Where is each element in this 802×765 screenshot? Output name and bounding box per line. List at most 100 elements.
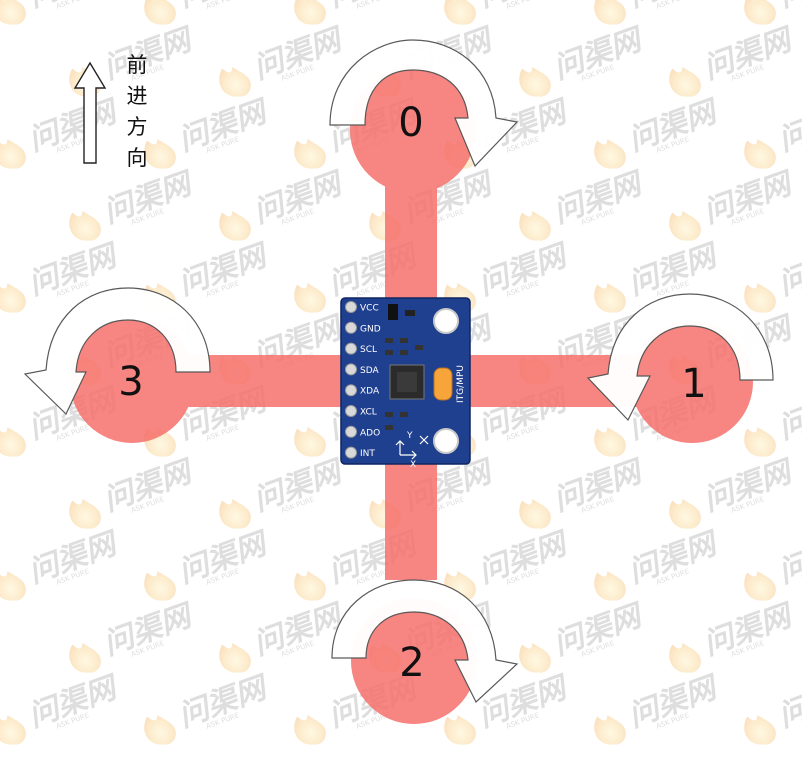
pin-label-vcc: VCC <box>360 304 379 314</box>
watermark-logo-icon <box>744 0 776 25</box>
smd-component <box>385 338 393 343</box>
watermark-logo-icon <box>594 714 626 745</box>
watermark-logo-icon <box>444 714 476 745</box>
watermark-logo-icon <box>0 570 26 601</box>
watermark-logo-icon <box>519 66 551 97</box>
watermark-logo-icon <box>0 282 26 313</box>
watermark-logo-icon <box>594 570 626 601</box>
pin-pad <box>345 301 357 313</box>
watermark-subtext: ASK PURE <box>655 0 690 11</box>
axis-marks-icon <box>395 435 429 460</box>
motor-labels: 0 1 2 3 <box>118 100 706 686</box>
watermark-logo-icon <box>594 0 626 25</box>
watermark-logo-icon <box>294 0 326 25</box>
motor-3-rotation-arrow-icon <box>23 287 211 416</box>
motor-3-disc <box>70 319 194 443</box>
watermark-subtext: ASK PURE <box>205 0 240 11</box>
watermark-logo-icon <box>594 426 626 457</box>
pin-label-xda: XDA <box>360 387 380 397</box>
watermark-subtext: ASK PURE <box>505 0 540 11</box>
watermark-logo-icon <box>69 210 101 241</box>
pin-pad <box>345 446 357 459</box>
watermark-logo-icon <box>519 642 551 673</box>
pin-label-gnd: GND <box>360 324 381 334</box>
watermark-logo-icon <box>219 210 251 241</box>
watermark-subtext: ASK PURE <box>355 0 390 11</box>
watermark-text: 问渠网 <box>774 93 802 158</box>
regulator <box>388 304 398 320</box>
watermark-logo-icon <box>0 138 26 169</box>
watermark-logo-icon <box>294 138 326 169</box>
watermark-logo-icon <box>594 282 626 313</box>
watermark-logo-icon <box>144 714 176 745</box>
pin-label-ado: ADO <box>360 428 380 438</box>
watermark-logo-icon <box>744 282 776 313</box>
motor-1-label: 1 <box>681 361 706 407</box>
watermark-logo-icon <box>594 138 626 169</box>
watermark-logo-icon <box>444 0 476 25</box>
axis-y-label: Y <box>406 431 413 441</box>
smd-component <box>385 350 393 355</box>
watermark-logo-icon <box>294 282 326 313</box>
pin-pad <box>345 425 357 438</box>
smd-component <box>405 310 415 316</box>
watermark-logo-icon <box>219 66 251 97</box>
smd-component <box>400 412 408 417</box>
watermark-text: 问渠网 <box>774 237 802 302</box>
watermark-logo-icon <box>669 642 701 673</box>
watermark-logo-icon <box>144 0 176 25</box>
pin-pad <box>345 321 357 334</box>
watermark-logo-icon <box>294 714 326 745</box>
rotation-arrows <box>23 39 774 703</box>
watermark-logo-icon <box>669 498 701 529</box>
watermark-logo-icon <box>144 570 176 601</box>
watermark-logo-icon <box>744 570 776 601</box>
watermark-logo-icon <box>144 138 176 169</box>
capacitor <box>433 367 453 401</box>
pin-pad <box>345 342 357 355</box>
watermark-logo-icon <box>294 426 326 457</box>
watermark-text: 问渠网 <box>774 381 802 446</box>
watermark-logo-icon <box>744 426 776 457</box>
watermark-logo-icon <box>0 714 26 745</box>
smd-component <box>385 425 393 430</box>
pin-pad <box>345 363 357 376</box>
watermark-logo-icon <box>744 714 776 745</box>
forward-direction-label: 前 进 方 向 <box>126 53 148 170</box>
pin-label-xcl: XCL <box>360 408 377 418</box>
imu-chip-core <box>397 372 417 392</box>
watermark-logo-icon <box>219 498 251 529</box>
pin-label-scl: SCL <box>360 345 377 355</box>
watermark-logo-icon <box>69 642 101 673</box>
watermark-text: 问渠网 <box>774 0 802 14</box>
forward-arrow-icon <box>73 61 107 164</box>
watermark-text: 问渠网 <box>774 525 802 590</box>
pin-label-int: INT <box>360 449 375 459</box>
watermark-logo-icon <box>0 426 26 457</box>
motor-2-disc <box>351 598 477 724</box>
smd-component <box>415 345 423 350</box>
pin-pad <box>345 405 357 417</box>
